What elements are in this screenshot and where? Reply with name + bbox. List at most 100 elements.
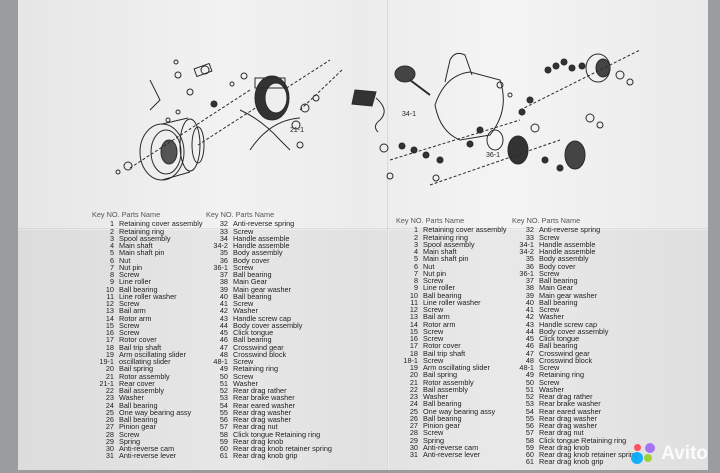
part-name: Handle assemble bbox=[233, 241, 290, 250]
key-number: 16 bbox=[105, 328, 114, 337]
part-name: Spring bbox=[119, 436, 141, 446]
key-number: 54 bbox=[525, 406, 534, 416]
instruction-sheet bbox=[18, 0, 708, 470]
part-name: Nut bbox=[119, 255, 131, 265]
key-number: 6 bbox=[413, 261, 418, 271]
part-name: Screw bbox=[119, 328, 140, 337]
key-number: 18-1 bbox=[403, 355, 418, 365]
part-name: Click tongue bbox=[539, 334, 580, 343]
key-number: 56 bbox=[525, 421, 534, 430]
diagram-label-34-1: 34-1 bbox=[402, 111, 416, 118]
part-name: Washer bbox=[423, 392, 448, 401]
part-name: Screw bbox=[539, 232, 560, 242]
part-name: Bail assembly bbox=[423, 384, 469, 394]
key-number: 32 bbox=[525, 225, 534, 235]
part-name: Click tongue bbox=[233, 328, 274, 337]
part-name: Screw bbox=[539, 377, 560, 387]
key-number: 25 bbox=[105, 407, 114, 417]
key-number: 40 bbox=[219, 291, 228, 301]
key-number: 57 bbox=[525, 428, 534, 438]
key-number: 46 bbox=[219, 335, 228, 345]
key-number: 22 bbox=[105, 386, 114, 395]
part-name: Bail spring bbox=[423, 370, 458, 380]
key-number: 13 bbox=[105, 306, 114, 316]
part-name: Screw bbox=[119, 270, 140, 279]
key-number: 42 bbox=[525, 312, 534, 322]
key-number: 19-1 bbox=[99, 357, 114, 366]
part-name: Washer bbox=[233, 378, 258, 388]
key-number: 33 bbox=[525, 232, 534, 242]
key-number: 4 bbox=[413, 247, 418, 256]
key-number: 1 bbox=[109, 219, 114, 229]
key-number: 20 bbox=[105, 364, 114, 374]
part-name: Arm oscillating slider bbox=[423, 363, 490, 372]
left-shade bbox=[18, 230, 387, 470]
part-name: Ball bearing bbox=[539, 297, 578, 307]
key-number: 34 bbox=[219, 233, 228, 243]
key-number: 40 bbox=[525, 297, 534, 307]
key-number: 17 bbox=[105, 335, 114, 345]
part-name: Body cover bbox=[233, 255, 270, 265]
part-name: Rear brake washer bbox=[539, 399, 601, 409]
key-number: 11 bbox=[106, 291, 114, 301]
key-number: 16 bbox=[409, 334, 418, 343]
key-number: 59 bbox=[219, 436, 228, 446]
avito-logo-icon bbox=[631, 443, 657, 465]
key-number: 29 bbox=[409, 435, 418, 445]
part-name: Washer bbox=[539, 312, 564, 322]
part-name: Retaining ring bbox=[423, 232, 469, 242]
key-number: 44 bbox=[219, 320, 228, 330]
key-number: 51 bbox=[219, 378, 228, 388]
part-name: Line roller bbox=[423, 283, 456, 293]
part-name: Pinion gear bbox=[119, 422, 156, 432]
part-name: Ball bearing bbox=[119, 284, 158, 294]
part-name: Washer bbox=[119, 393, 144, 403]
part-name: Rear drag knob grip bbox=[233, 451, 298, 461]
key-number: 45 bbox=[525, 334, 534, 343]
key-number: 24 bbox=[409, 399, 418, 409]
part-name: Handle screw cap bbox=[233, 313, 291, 323]
list-header: Key NO. Parts Name bbox=[92, 210, 161, 219]
key-number: 5 bbox=[109, 248, 114, 258]
key-number: 8 bbox=[413, 276, 418, 285]
